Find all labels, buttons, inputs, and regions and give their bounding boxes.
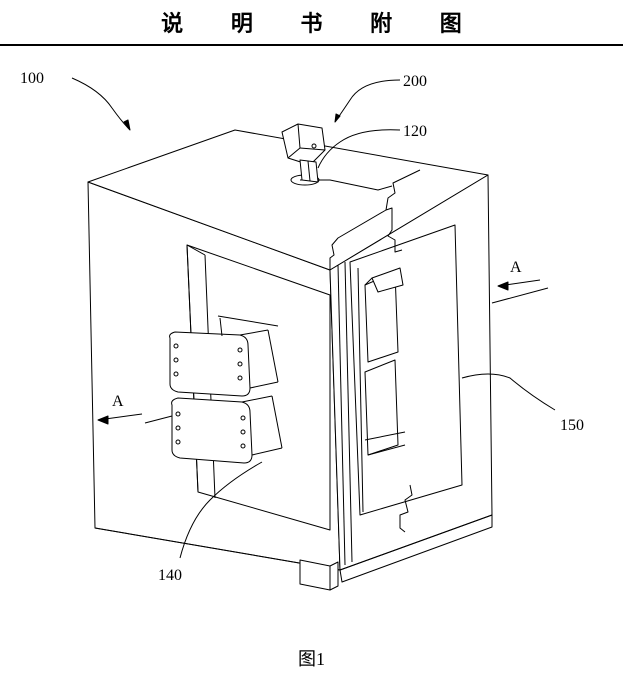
- front-roller-lower: [171, 395, 283, 464]
- ref-label-120: 120: [403, 123, 427, 140]
- side-roller-lower: [364, 359, 406, 456]
- leader-120: [317, 129, 401, 169]
- side-roller-upper: [364, 267, 404, 363]
- section-line-right: [491, 287, 549, 304]
- section-label-a-right: A: [510, 259, 522, 276]
- ref-label-140: 140: [158, 567, 182, 584]
- patent-figure-drawing: 100 200 120 150 140 A A: [20, 70, 584, 591]
- ref-label-150: 150: [560, 417, 584, 434]
- header-divider: [0, 44, 623, 46]
- leader-150: [461, 373, 556, 411]
- section-label-a-left: A: [112, 393, 124, 410]
- leader-100: [71, 77, 131, 131]
- top-knob: [281, 123, 326, 183]
- ref-label-100: 100: [20, 70, 44, 87]
- ref-label-200: 200: [403, 73, 427, 90]
- front-roller-upper: [169, 315, 279, 397]
- figure-caption: 图1: [298, 649, 325, 669]
- leader-140: [179, 461, 263, 559]
- leader-200: [334, 79, 401, 123]
- housing-body: [87, 129, 493, 591]
- page-title: 说 明 书 附 图: [161, 12, 482, 37]
- section-line-left: [144, 415, 173, 424]
